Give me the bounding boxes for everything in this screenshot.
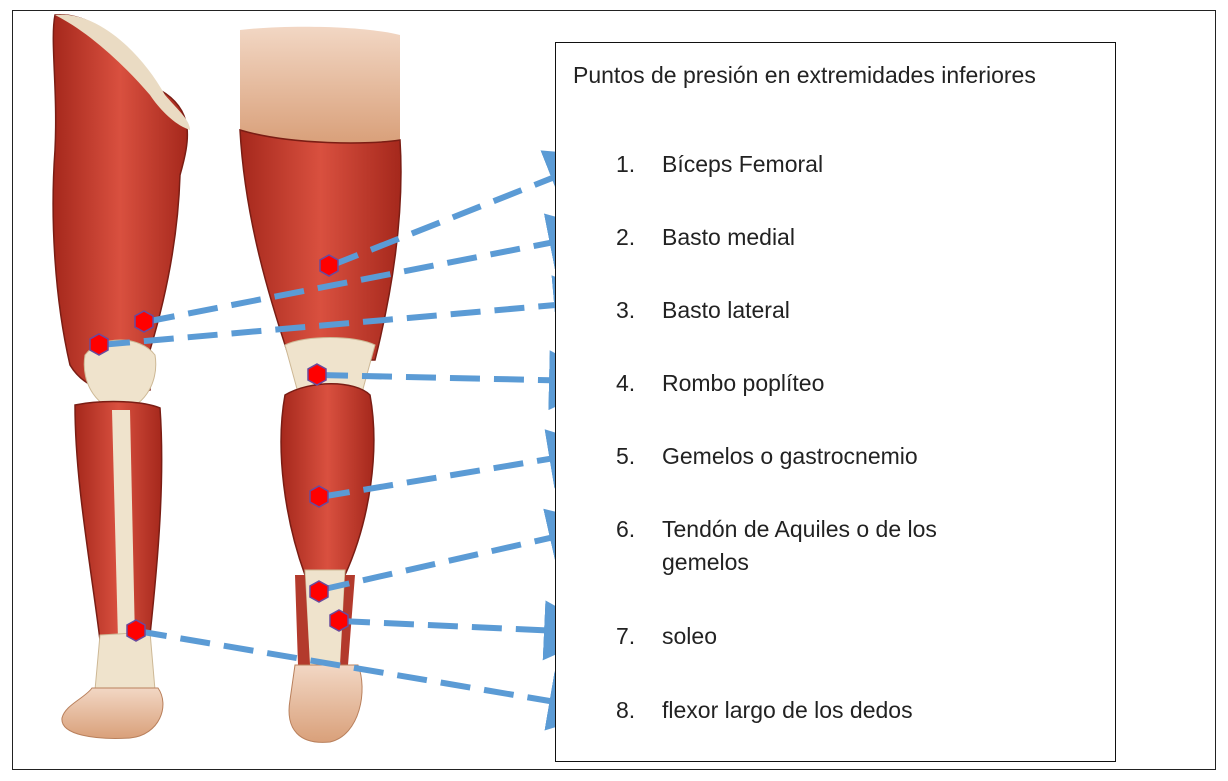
- legend-number: 4.: [616, 367, 656, 400]
- pressure-point-marker-8: [127, 620, 145, 641]
- legend-label: flexor largo de los dedos: [662, 694, 1092, 727]
- legend-number: 6.: [616, 513, 656, 546]
- pressure-point-marker-4: [308, 364, 326, 385]
- legend-label: Bíceps Femoral: [662, 148, 1092, 181]
- legend-number: 1.: [616, 148, 656, 181]
- pressure-point-marker-5: [310, 486, 328, 507]
- anterior-thigh: [53, 15, 187, 392]
- pressure-point-marker-7: [330, 610, 348, 631]
- gluteal-skin: [240, 27, 400, 143]
- legend-label: Tendón de Aquiles o de los gemelos: [662, 513, 982, 579]
- pressure-point-marker-1: [320, 255, 338, 276]
- arrow-6: [320, 530, 585, 590]
- legend-label: Basto medial: [662, 221, 1092, 254]
- anterior-leg: [53, 15, 190, 739]
- legend-number: 8.: [616, 694, 656, 727]
- anterior-foot: [62, 688, 163, 738]
- pressure-point-marker-6: [310, 581, 328, 602]
- legend-number: 5.: [616, 440, 656, 473]
- pressure-point-marker-3: [90, 334, 108, 355]
- posterior-heel: [289, 665, 362, 742]
- legend-number: 7.: [616, 620, 656, 653]
- legend-label: Basto lateral: [662, 294, 1092, 327]
- legend-title: Puntos de presión en extremidades inferi…: [573, 59, 1053, 92]
- legend-label: Gemelos o gastrocnemio: [662, 440, 1092, 473]
- legend-label: soleo: [662, 620, 1092, 653]
- legend-label: Rombo poplíteo: [662, 367, 1092, 400]
- legend-number: 2.: [616, 221, 656, 254]
- anterior-ankle: [95, 632, 155, 690]
- legend-box: Puntos de presión en extremidades inferi…: [555, 42, 1116, 762]
- posterior-leg: [240, 27, 401, 743]
- arrow-7: [340, 621, 580, 632]
- posterior-calf: [281, 384, 374, 575]
- pressure-point-marker-2: [135, 311, 153, 332]
- legend-number: 3.: [616, 294, 656, 327]
